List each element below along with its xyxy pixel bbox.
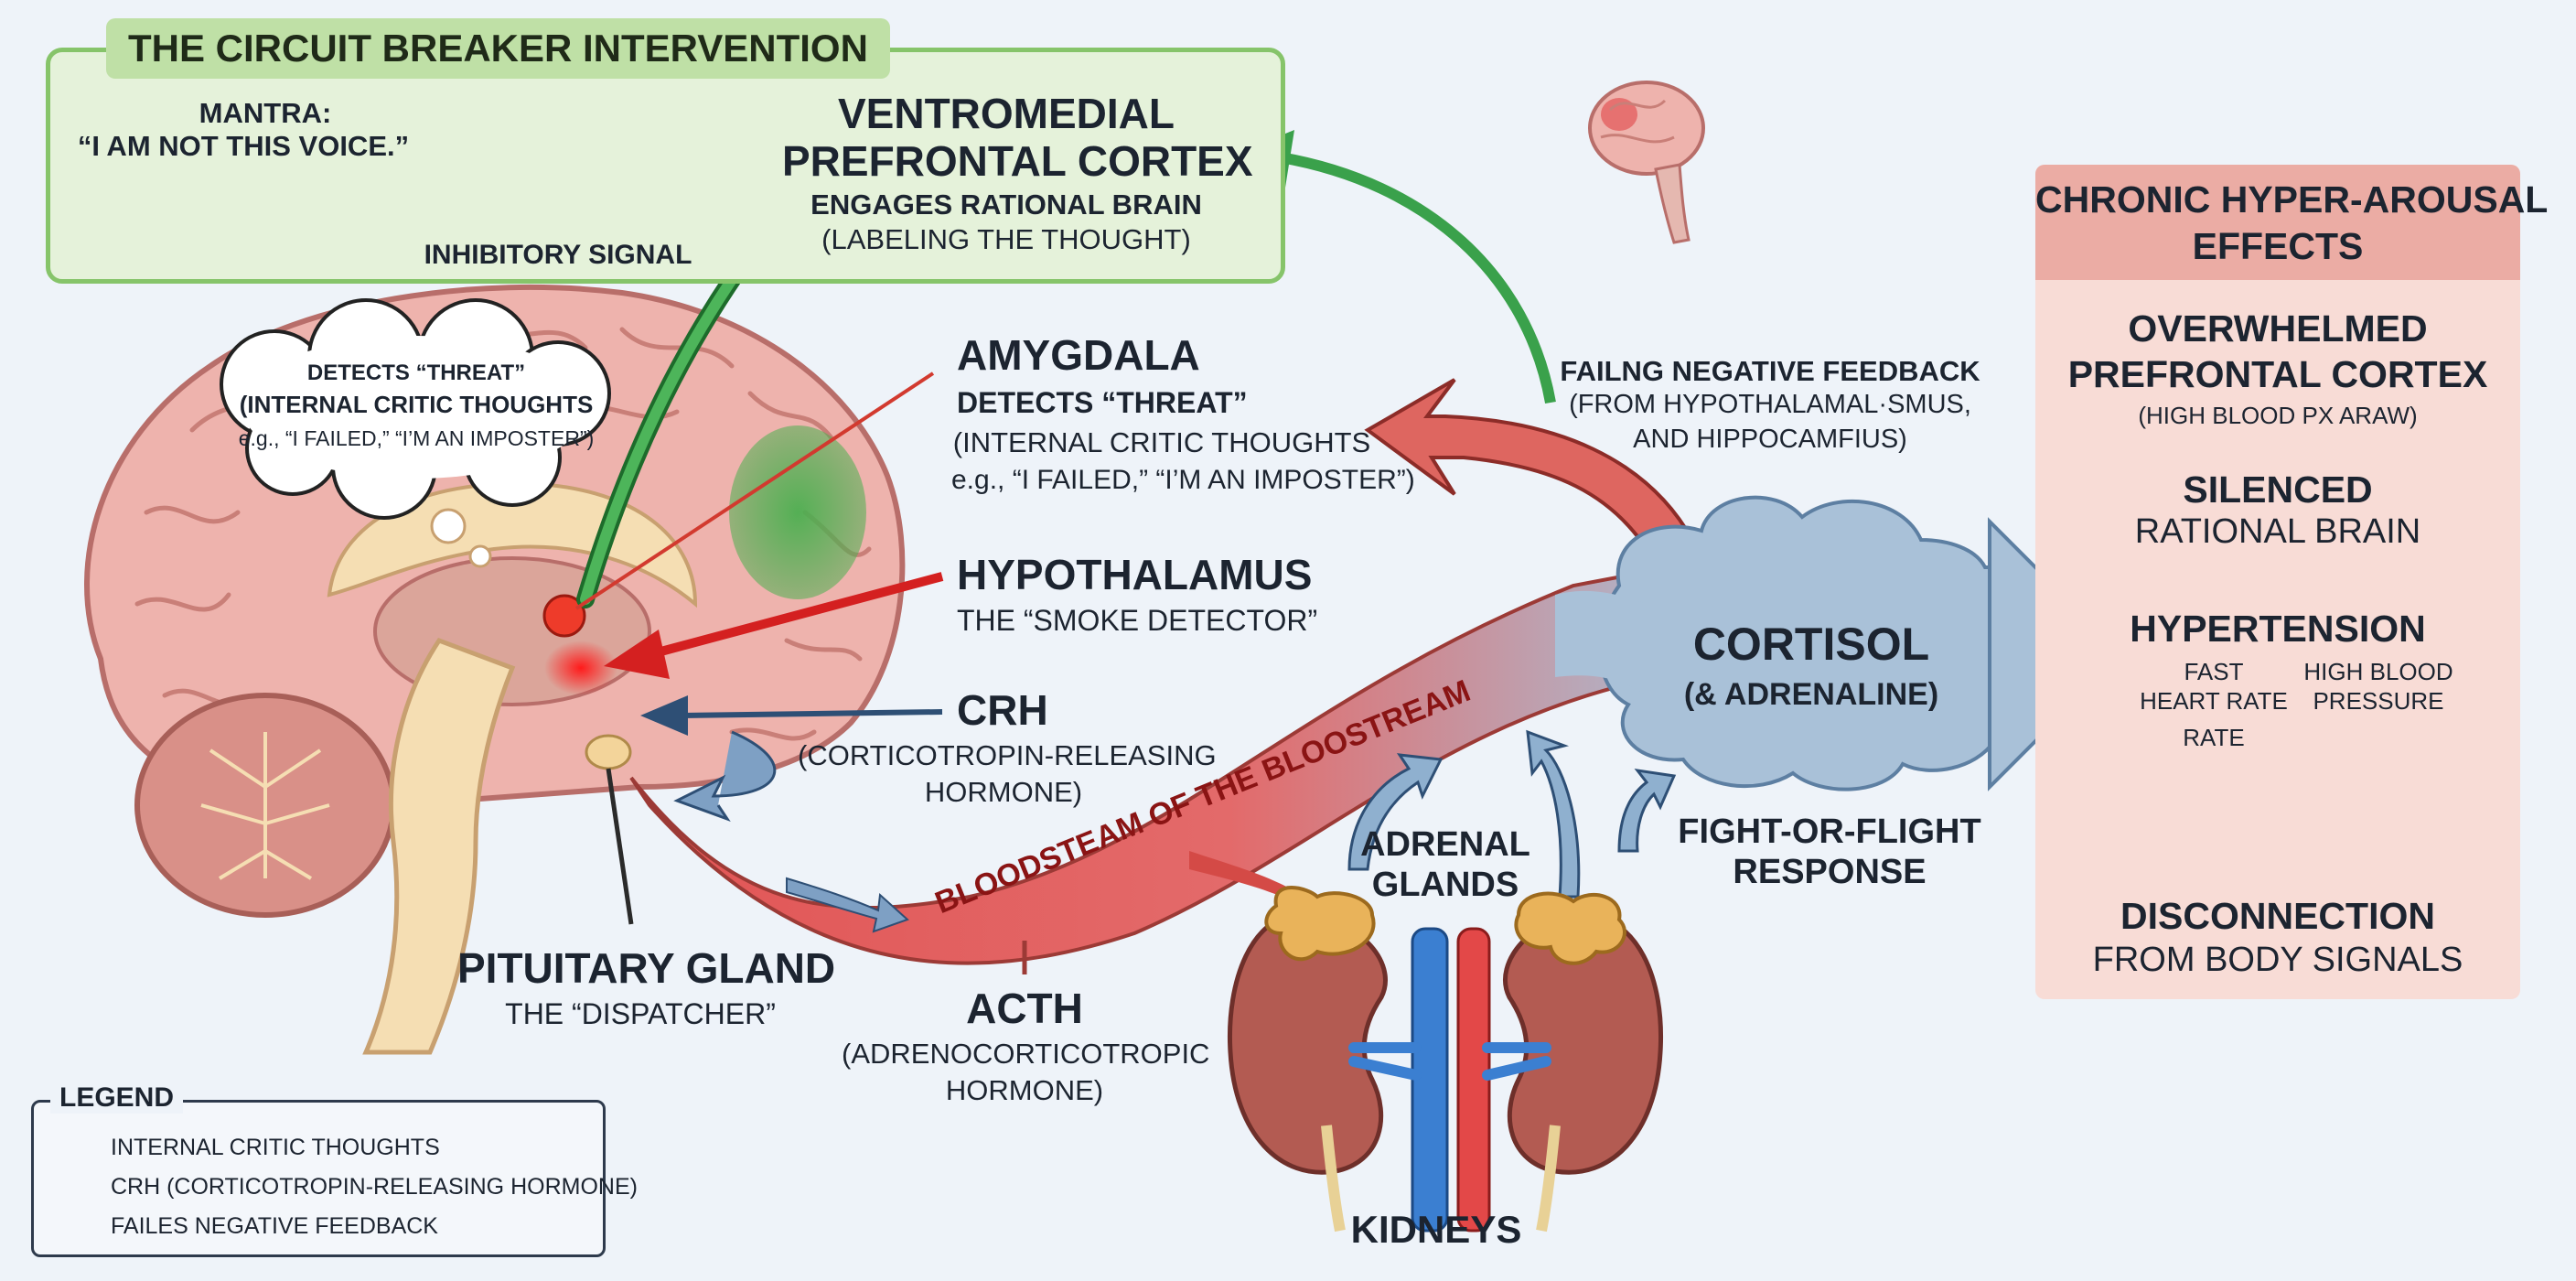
hypothalamus-title: HYPOTHALAMUS: [957, 551, 1313, 598]
small-brain-icon: [1588, 81, 1705, 244]
cortisol-title: CORTISOL: [1692, 619, 1930, 670]
amygdala-pointer: [574, 371, 935, 610]
circuit-breaker-title: THE CIRCUIT BREAKER INTERVENTION: [106, 18, 890, 79]
feedback-line3: AND HIPPOCAMFIUS): [1633, 425, 1907, 454]
acth-detail-line2: HORMONE): [945, 1074, 1104, 1106]
crh-title: CRH: [957, 686, 1048, 734]
legend-title: LEGEND: [50, 1082, 184, 1114]
adrenal-label-line2: GLANDS: [1371, 866, 1519, 904]
vmpfc-detail: (LABELING THE THOUGHT): [821, 223, 1191, 255]
effects-header-line1: CHRONIC HYPER-AROUSAL: [2035, 178, 2549, 221]
pituitary-title: PITUITARY GLAND: [457, 944, 836, 992]
effect-overwhelmed-line1: OVERWHELMED: [2128, 307, 2428, 350]
effect-overwhelmed-line2: PREFRONTAL CORTEX: [2067, 353, 2488, 395]
thought-bubble: [220, 298, 611, 520]
cortisol-cloud: [1555, 495, 2125, 791]
fight-flight-line2: RESPONSE: [1733, 853, 1927, 891]
effect-silenced-line2: RATIONAL BRAIN: [2134, 512, 2421, 551]
pituitary-pointer: [606, 768, 634, 925]
thought-bubble-line1: DETECTS “THREAT”: [306, 361, 526, 385]
kidneys-illustration: [1227, 886, 1664, 1233]
effect-disconnection-line2: FROM BODY SIGNALS: [2092, 941, 2463, 979]
amygdala-title: AMYGDALA: [957, 331, 1200, 379]
legend-item-feedback: FAILES NEGATIVE FEEDBACK: [111, 1213, 438, 1239]
hypothalamus-subtitle: THE “SMOKE DETECTOR”: [957, 604, 1318, 637]
vmpfc-title-line2: PREFRONTAL CORTEX: [782, 137, 1253, 185]
effect-heart-rate-line3: RATE: [2183, 724, 2245, 751]
pituitary-subtitle: THE “DISPATCHER”: [505, 997, 776, 1030]
cortisol-subtitle: (& ADRENALINE): [1683, 677, 1939, 712]
effect-hypertension-title: HYPERTENSION: [2130, 608, 2426, 650]
effect-blood-pressure-line1: HIGH BLOOD: [2303, 658, 2453, 685]
crh-detail-line1: (CORTICOTROPIN-RELEASING: [798, 739, 1217, 771]
amygdala-subtitle: DETECTS “THREAT”: [957, 386, 1248, 419]
acth-title: ACTH: [966, 985, 1083, 1032]
adrenal-flow-arrows: [1347, 729, 1677, 899]
legend-box: LEGEND INTERNAL CRITIC THOUGHTS CRH (COR…: [31, 1082, 638, 1257]
thought-bubble-line3: e.g., “I FAILED,” “I’M AN IMPOSTER”): [238, 426, 595, 450]
adrenal-label-line1: ADRENAL: [1360, 825, 1530, 864]
kidneys-label: KIDNEYS: [1350, 1208, 1522, 1251]
fight-flight-line1: FIGHT-OR-FLIGHT: [1678, 813, 1981, 851]
feedback-line1: FAILNG NEGATIVE FEEDBACK: [1560, 355, 1980, 387]
negative-feedback-arrow: [1364, 378, 1696, 552]
inhibitory-signal-label: INHIBITORY SIGNAL: [424, 240, 692, 270]
amygdala-detail-line2: e.g., “I FAILED,” “I’M AN IMPOSTER”): [951, 465, 1415, 495]
legend-item-crh: CRH (CORTICOTROPIN-RELEASING HORMONE): [111, 1174, 638, 1200]
acth-detail-line1: (ADRENOCORTICOTROPIC: [842, 1038, 1210, 1070]
vmpfc-subtitle: ENGAGES RATIONAL BRAIN: [810, 188, 1202, 221]
mantra-label: MANTRA:: [199, 97, 332, 129]
effect-silenced-line1: SILENCED: [2183, 468, 2373, 511]
effect-overwhelmed-detail: (HIGH BLOOD PX ARAW): [2138, 402, 2418, 429]
crh-pointer: [640, 695, 943, 736]
vmpfc-title-line1: VENTROMEDIAL: [838, 90, 1175, 137]
effect-blood-pressure-line2: PRESSURE: [2313, 687, 2444, 715]
chronic-effects-header: [2035, 165, 2520, 280]
effects-header-line2: EFFECTS: [2192, 225, 2364, 267]
hypothalamus-pointer: [604, 572, 944, 679]
chronic-effects-panel: [2035, 165, 2520, 999]
effect-heart-rate-line2: HEART RATE: [2140, 687, 2288, 715]
effect-disconnection-line1: DISCONNECTION: [2120, 895, 2435, 937]
thought-bubble-line2: (INTERNAL CRITIC THOUGHTS: [239, 391, 594, 418]
amygdala-detail-line1: (INTERNAL CRITIC THOUGHTS: [952, 426, 1371, 458]
effect-heart-rate-line1: FAST: [2184, 658, 2244, 685]
flow-arrow-blue-small: [786, 877, 909, 933]
crh-detail-line2: HORMONE): [924, 776, 1083, 808]
mantra-text: “I AM NOT THIS VOICE.”: [77, 130, 410, 162]
legend-item-critic: INTERNAL CRITIC THOUGHTS: [111, 1135, 440, 1160]
crh-loop-arrow: [673, 730, 777, 822]
feedback-line2: (FROM HYPOTHALAMAL·SMUS,: [1569, 390, 1971, 419]
